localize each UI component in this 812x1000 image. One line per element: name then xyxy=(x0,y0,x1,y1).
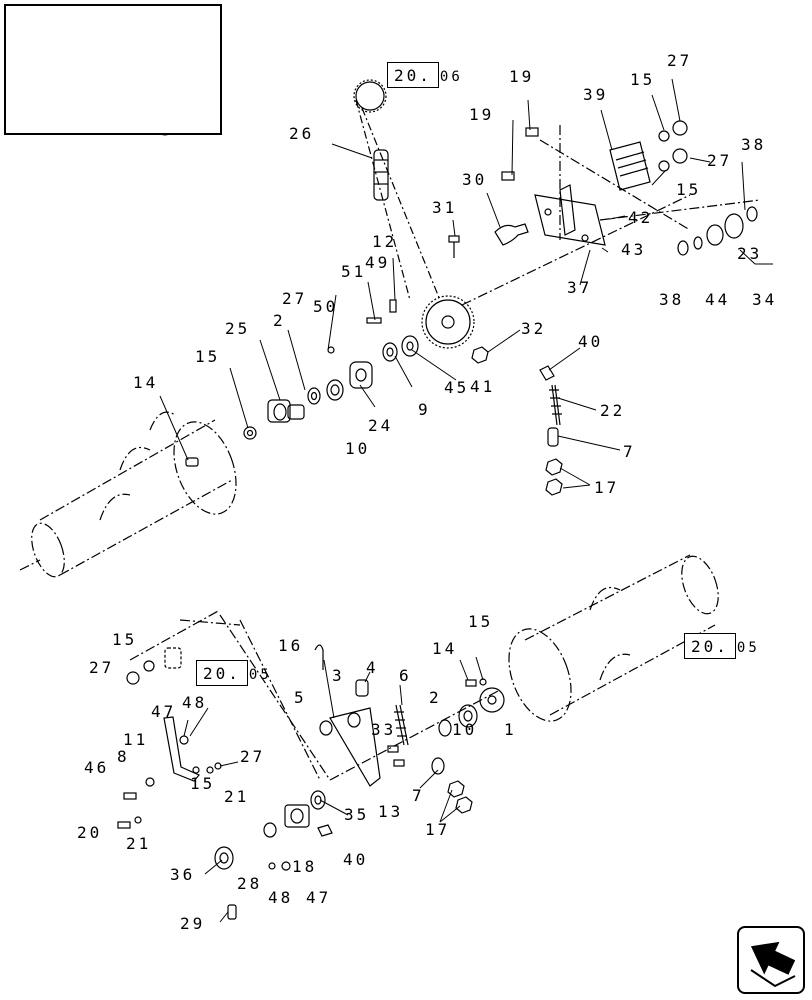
callout-15: 15 xyxy=(112,630,138,649)
callout-38: 38 xyxy=(659,290,685,309)
callout-14: 14 xyxy=(133,373,159,392)
callout-10: 10 xyxy=(452,720,478,739)
upper-parts xyxy=(243,79,761,496)
callout-30: 30 xyxy=(462,170,488,189)
reference-box-label: 20. xyxy=(387,62,439,88)
callout-24: 24 xyxy=(368,416,394,435)
upper-auger-tube xyxy=(19,411,237,578)
callout-8: 8 xyxy=(117,747,130,766)
callout-6: 6 xyxy=(399,666,412,685)
callout-49: 49 xyxy=(365,253,391,272)
callout-15: 15 xyxy=(468,612,494,631)
callout-22: 22 xyxy=(600,401,626,420)
reference-box-label: 20. xyxy=(684,633,736,659)
callout-47: 47 xyxy=(306,888,332,907)
callout-17: 17 xyxy=(594,478,620,497)
overview-thumbnail xyxy=(4,4,222,135)
callout-40: 40 xyxy=(343,850,369,869)
callout-10: 10 xyxy=(345,439,371,458)
callout-14: 14 xyxy=(432,639,458,658)
callout-3: 3 xyxy=(332,666,345,685)
callout-37: 37 xyxy=(567,278,593,297)
callout-47: 47 xyxy=(151,702,177,721)
callout-15: 15 xyxy=(195,347,221,366)
callout-26: 26 xyxy=(289,124,315,143)
shaft-bolt xyxy=(185,457,199,467)
callout-7: 7 xyxy=(623,442,636,461)
reference-box-tail: 05 xyxy=(736,640,760,656)
callout-48: 48 xyxy=(182,693,208,712)
callout-34: 34 xyxy=(752,290,778,309)
callout-42: 42 xyxy=(628,208,654,227)
callout-23: 23 xyxy=(737,244,763,263)
callout-27: 27 xyxy=(89,658,115,677)
reference-box-top[interactable]: 20.06 xyxy=(387,62,463,88)
callout-19: 19 xyxy=(509,67,535,86)
callout-31: 31 xyxy=(432,198,458,217)
reference-box-mid-left[interactable]: 20.05 xyxy=(196,660,272,686)
callout-1: 1 xyxy=(504,720,517,739)
callout-33: 33 xyxy=(371,720,397,739)
drive-chain xyxy=(373,149,389,201)
callout-29: 29 xyxy=(180,914,206,933)
callout-28: 28 xyxy=(237,874,263,893)
callout-16: 16 xyxy=(278,636,304,655)
callout-38: 38 xyxy=(741,135,767,154)
callout-27: 27 xyxy=(707,151,733,170)
callout-21: 21 xyxy=(126,834,152,853)
callout-36: 36 xyxy=(170,865,196,884)
callout-5: 5 xyxy=(294,688,307,707)
callout-18: 18 xyxy=(292,857,318,876)
callout-43: 43 xyxy=(621,240,647,259)
callout-35: 35 xyxy=(344,805,370,824)
callout-21: 21 xyxy=(224,787,250,806)
callout-40: 40 xyxy=(578,332,604,351)
callout-27: 27 xyxy=(240,747,266,766)
lower-auger-tube xyxy=(179,554,719,781)
callout-15: 15 xyxy=(190,774,216,793)
callout-32: 32 xyxy=(521,319,547,338)
callout-9: 9 xyxy=(418,400,431,419)
callout-11: 11 xyxy=(123,730,149,749)
reference-box-label: 20. xyxy=(196,660,248,686)
callout-25: 25 xyxy=(225,319,251,338)
callout-7: 7 xyxy=(412,786,425,805)
reference-box-mid-right[interactable]: 20.05 xyxy=(684,633,760,659)
callout-45: 45 xyxy=(444,378,470,397)
nav-arrow-icon xyxy=(750,941,796,988)
reference-box-tail: 06 xyxy=(439,69,463,85)
callout-13: 13 xyxy=(378,802,404,821)
callout-12: 12 xyxy=(372,232,398,251)
callout-20: 20 xyxy=(77,823,103,842)
callout-46: 46 xyxy=(84,758,110,777)
callout-41: 41 xyxy=(470,377,496,396)
callout-27: 27 xyxy=(667,51,693,70)
callout-48: 48 xyxy=(268,888,294,907)
callout-19: 19 xyxy=(469,105,495,124)
callout-51: 51 xyxy=(341,262,367,281)
callout-2: 2 xyxy=(273,311,286,330)
callout-27: 27 xyxy=(282,289,308,308)
callout-50: 50 xyxy=(313,297,339,316)
callout-15: 15 xyxy=(676,180,702,199)
reference-box-tail: 05 xyxy=(248,667,272,683)
callout-2: 2 xyxy=(429,688,442,707)
lower-parts xyxy=(117,609,505,920)
callout-17: 17 xyxy=(425,820,451,839)
callout-4: 4 xyxy=(366,658,379,677)
callout-15: 15 xyxy=(630,70,656,89)
callout-39: 39 xyxy=(583,85,609,104)
leader-lines xyxy=(159,78,773,923)
callout-44: 44 xyxy=(705,290,731,309)
